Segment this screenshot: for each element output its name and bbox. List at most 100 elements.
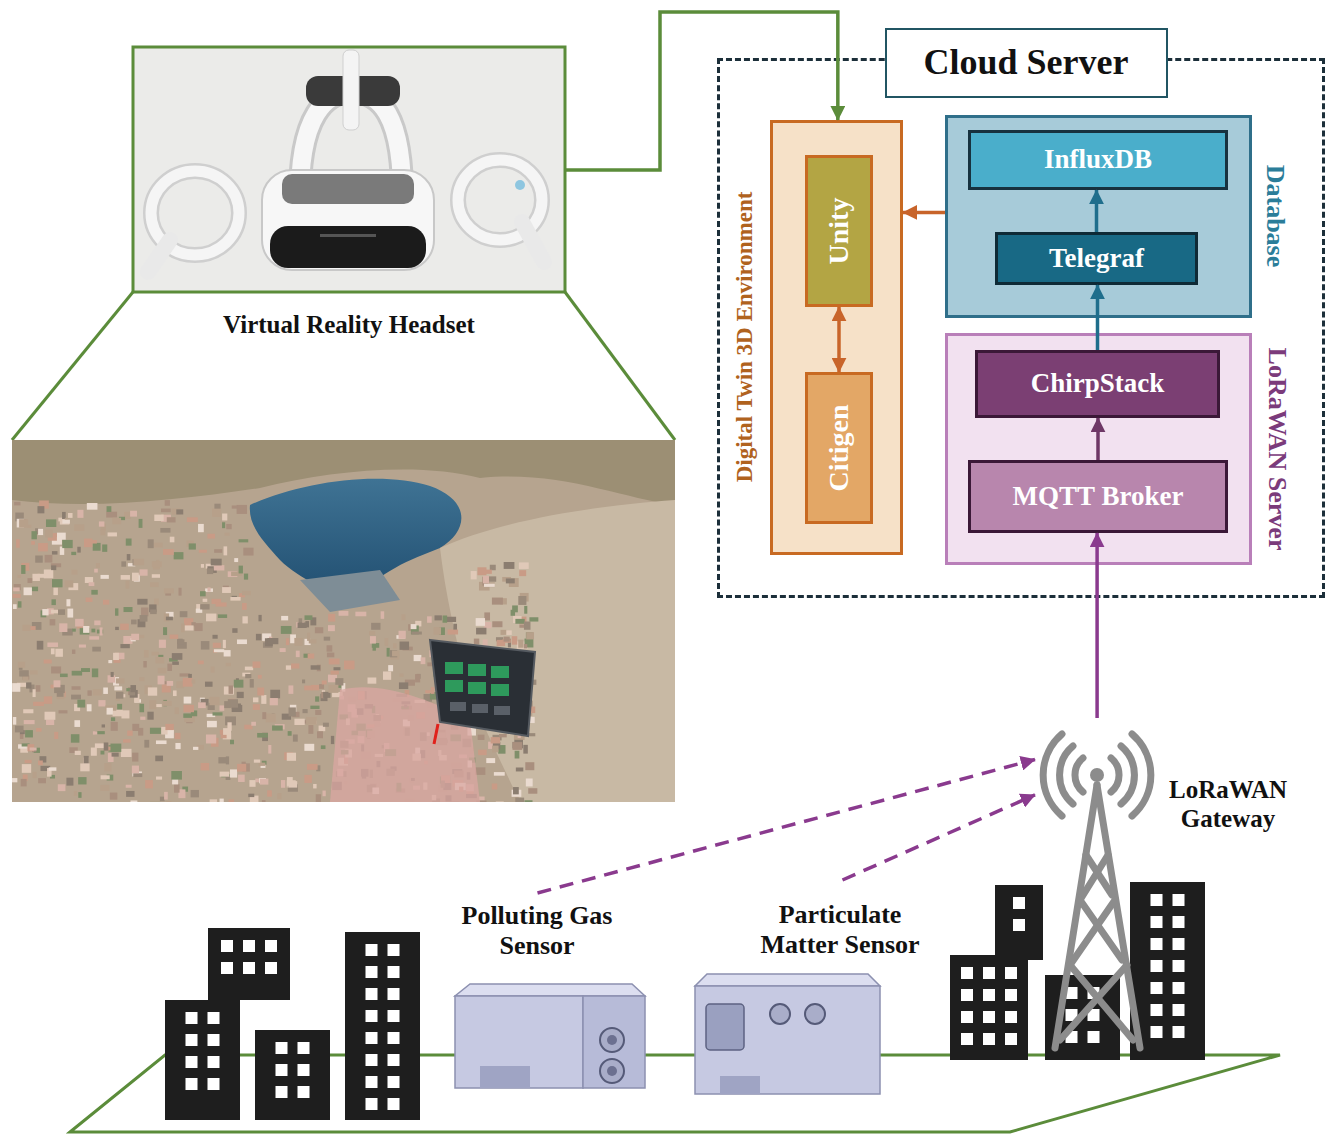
- city-texture-part: [220, 772, 230, 777]
- buildings-part: [366, 1054, 378, 1066]
- city-texture-part: [222, 514, 227, 521]
- city-texture-part: [38, 760, 43, 765]
- city-texture-part: [54, 680, 61, 687]
- city-texture-part: [328, 614, 335, 622]
- city-texture-part: [210, 799, 217, 802]
- buildings-part: [186, 1056, 198, 1068]
- city-texture-part: [175, 733, 181, 739]
- city-texture-part: [515, 619, 524, 624]
- city-texture-part: [165, 724, 173, 730]
- gas-sensor-drawing-part: [583, 996, 645, 1088]
- city-texture-part: [13, 594, 21, 598]
- city-texture-part: [30, 747, 37, 750]
- city-texture-part: [232, 505, 238, 508]
- buildings-part: [243, 940, 255, 952]
- city-texture-part: [328, 625, 335, 631]
- city-texture-part: [87, 690, 91, 695]
- city-texture-part: [44, 696, 52, 703]
- gas-sensor-drawing-part: [607, 1035, 617, 1045]
- city-texture-part: [93, 731, 97, 734]
- city-texture-part: [270, 698, 278, 705]
- city-texture-part: [381, 611, 385, 619]
- vr-screenshot-part: [12, 440, 675, 802]
- city-texture-part: [144, 650, 149, 657]
- city-texture-part: [253, 661, 261, 667]
- city-texture-part: [164, 588, 174, 593]
- city-texture-part: [188, 674, 192, 678]
- buildings-part: [388, 1054, 400, 1066]
- city-texture-part: [211, 559, 222, 566]
- city-texture-part: [270, 690, 280, 699]
- city-texture-part: [102, 544, 107, 551]
- city-texture-part: [38, 574, 47, 578]
- city-texture-part: [47, 643, 58, 647]
- city-texture-part: [212, 509, 221, 517]
- city-texture-part: [492, 598, 503, 605]
- city-texture-part: [132, 766, 139, 774]
- city-texture-part: [307, 764, 318, 770]
- city-texture-part: [154, 515, 163, 521]
- city-texture-part: [518, 596, 526, 605]
- city-texture-part: [77, 547, 80, 553]
- city-texture-part: [27, 578, 32, 583]
- city-texture-part: [93, 543, 101, 551]
- buildings-part: [366, 988, 378, 1000]
- city-texture-part: [211, 667, 215, 673]
- city-texture-part: [160, 528, 170, 533]
- city-texture-part: [50, 619, 56, 625]
- city-texture-part: [194, 623, 202, 631]
- city-texture-part: [245, 674, 251, 678]
- city-texture-part: [286, 665, 291, 669]
- city-texture-part: [16, 539, 20, 548]
- city-texture-part: [512, 742, 522, 750]
- city-texture-part: [237, 692, 244, 698]
- city-texture-part: [443, 615, 448, 622]
- buildings-part: [961, 1033, 973, 1045]
- city-texture-part: [198, 661, 204, 665]
- city-texture-part: [242, 591, 251, 595]
- vr-screenshot-part: [468, 664, 486, 676]
- city-texture-part: [139, 519, 143, 528]
- city-texture-part: [207, 568, 213, 574]
- city-texture-part: [172, 653, 183, 660]
- buildings-part: [186, 1012, 198, 1024]
- pm-sensor-drawing-part: [706, 1004, 744, 1050]
- city-texture-part: [226, 663, 231, 666]
- city-texture-part: [234, 558, 238, 562]
- buildings-part: [298, 1064, 310, 1076]
- city-texture-part: [203, 599, 208, 602]
- city-texture-part: [25, 760, 32, 763]
- city-texture-part: [159, 640, 166, 648]
- city-texture-part: [308, 725, 313, 734]
- city-texture-part: [77, 700, 85, 708]
- buildings-part: [1173, 938, 1185, 950]
- city-texture-part: [158, 668, 167, 674]
- buildings-part: [983, 1011, 995, 1023]
- city-texture-part: [127, 731, 132, 736]
- city-texture-part: [100, 530, 105, 536]
- city-texture-part: [261, 695, 266, 704]
- city-texture-part: [519, 562, 529, 569]
- city-texture-part: [294, 638, 302, 646]
- city-texture-part: [328, 685, 338, 693]
- city-texture-part: [387, 648, 390, 657]
- city-texture-part: [45, 530, 53, 538]
- city-texture-part: [477, 567, 486, 575]
- city-texture-part: [516, 767, 523, 771]
- city-texture-part: [74, 720, 80, 727]
- city-texture-part: [148, 539, 154, 548]
- city-texture-part: [183, 705, 194, 712]
- city-texture-part: [22, 625, 30, 631]
- city-texture-part: [100, 627, 103, 635]
- city-texture-part: [304, 775, 311, 783]
- city-texture-part: [401, 614, 405, 620]
- vr-screenshot-part: [491, 666, 509, 678]
- headset-photo-part: [522, 222, 544, 262]
- buildings-part: [388, 1098, 400, 1110]
- city-texture-part: [138, 728, 143, 736]
- headset-photo-part: [148, 240, 170, 272]
- pm-sensor-drawing-part: [695, 974, 880, 986]
- city-texture-part: [492, 621, 502, 627]
- city-texture-part: [72, 686, 81, 690]
- headset-photo-part: [343, 50, 359, 130]
